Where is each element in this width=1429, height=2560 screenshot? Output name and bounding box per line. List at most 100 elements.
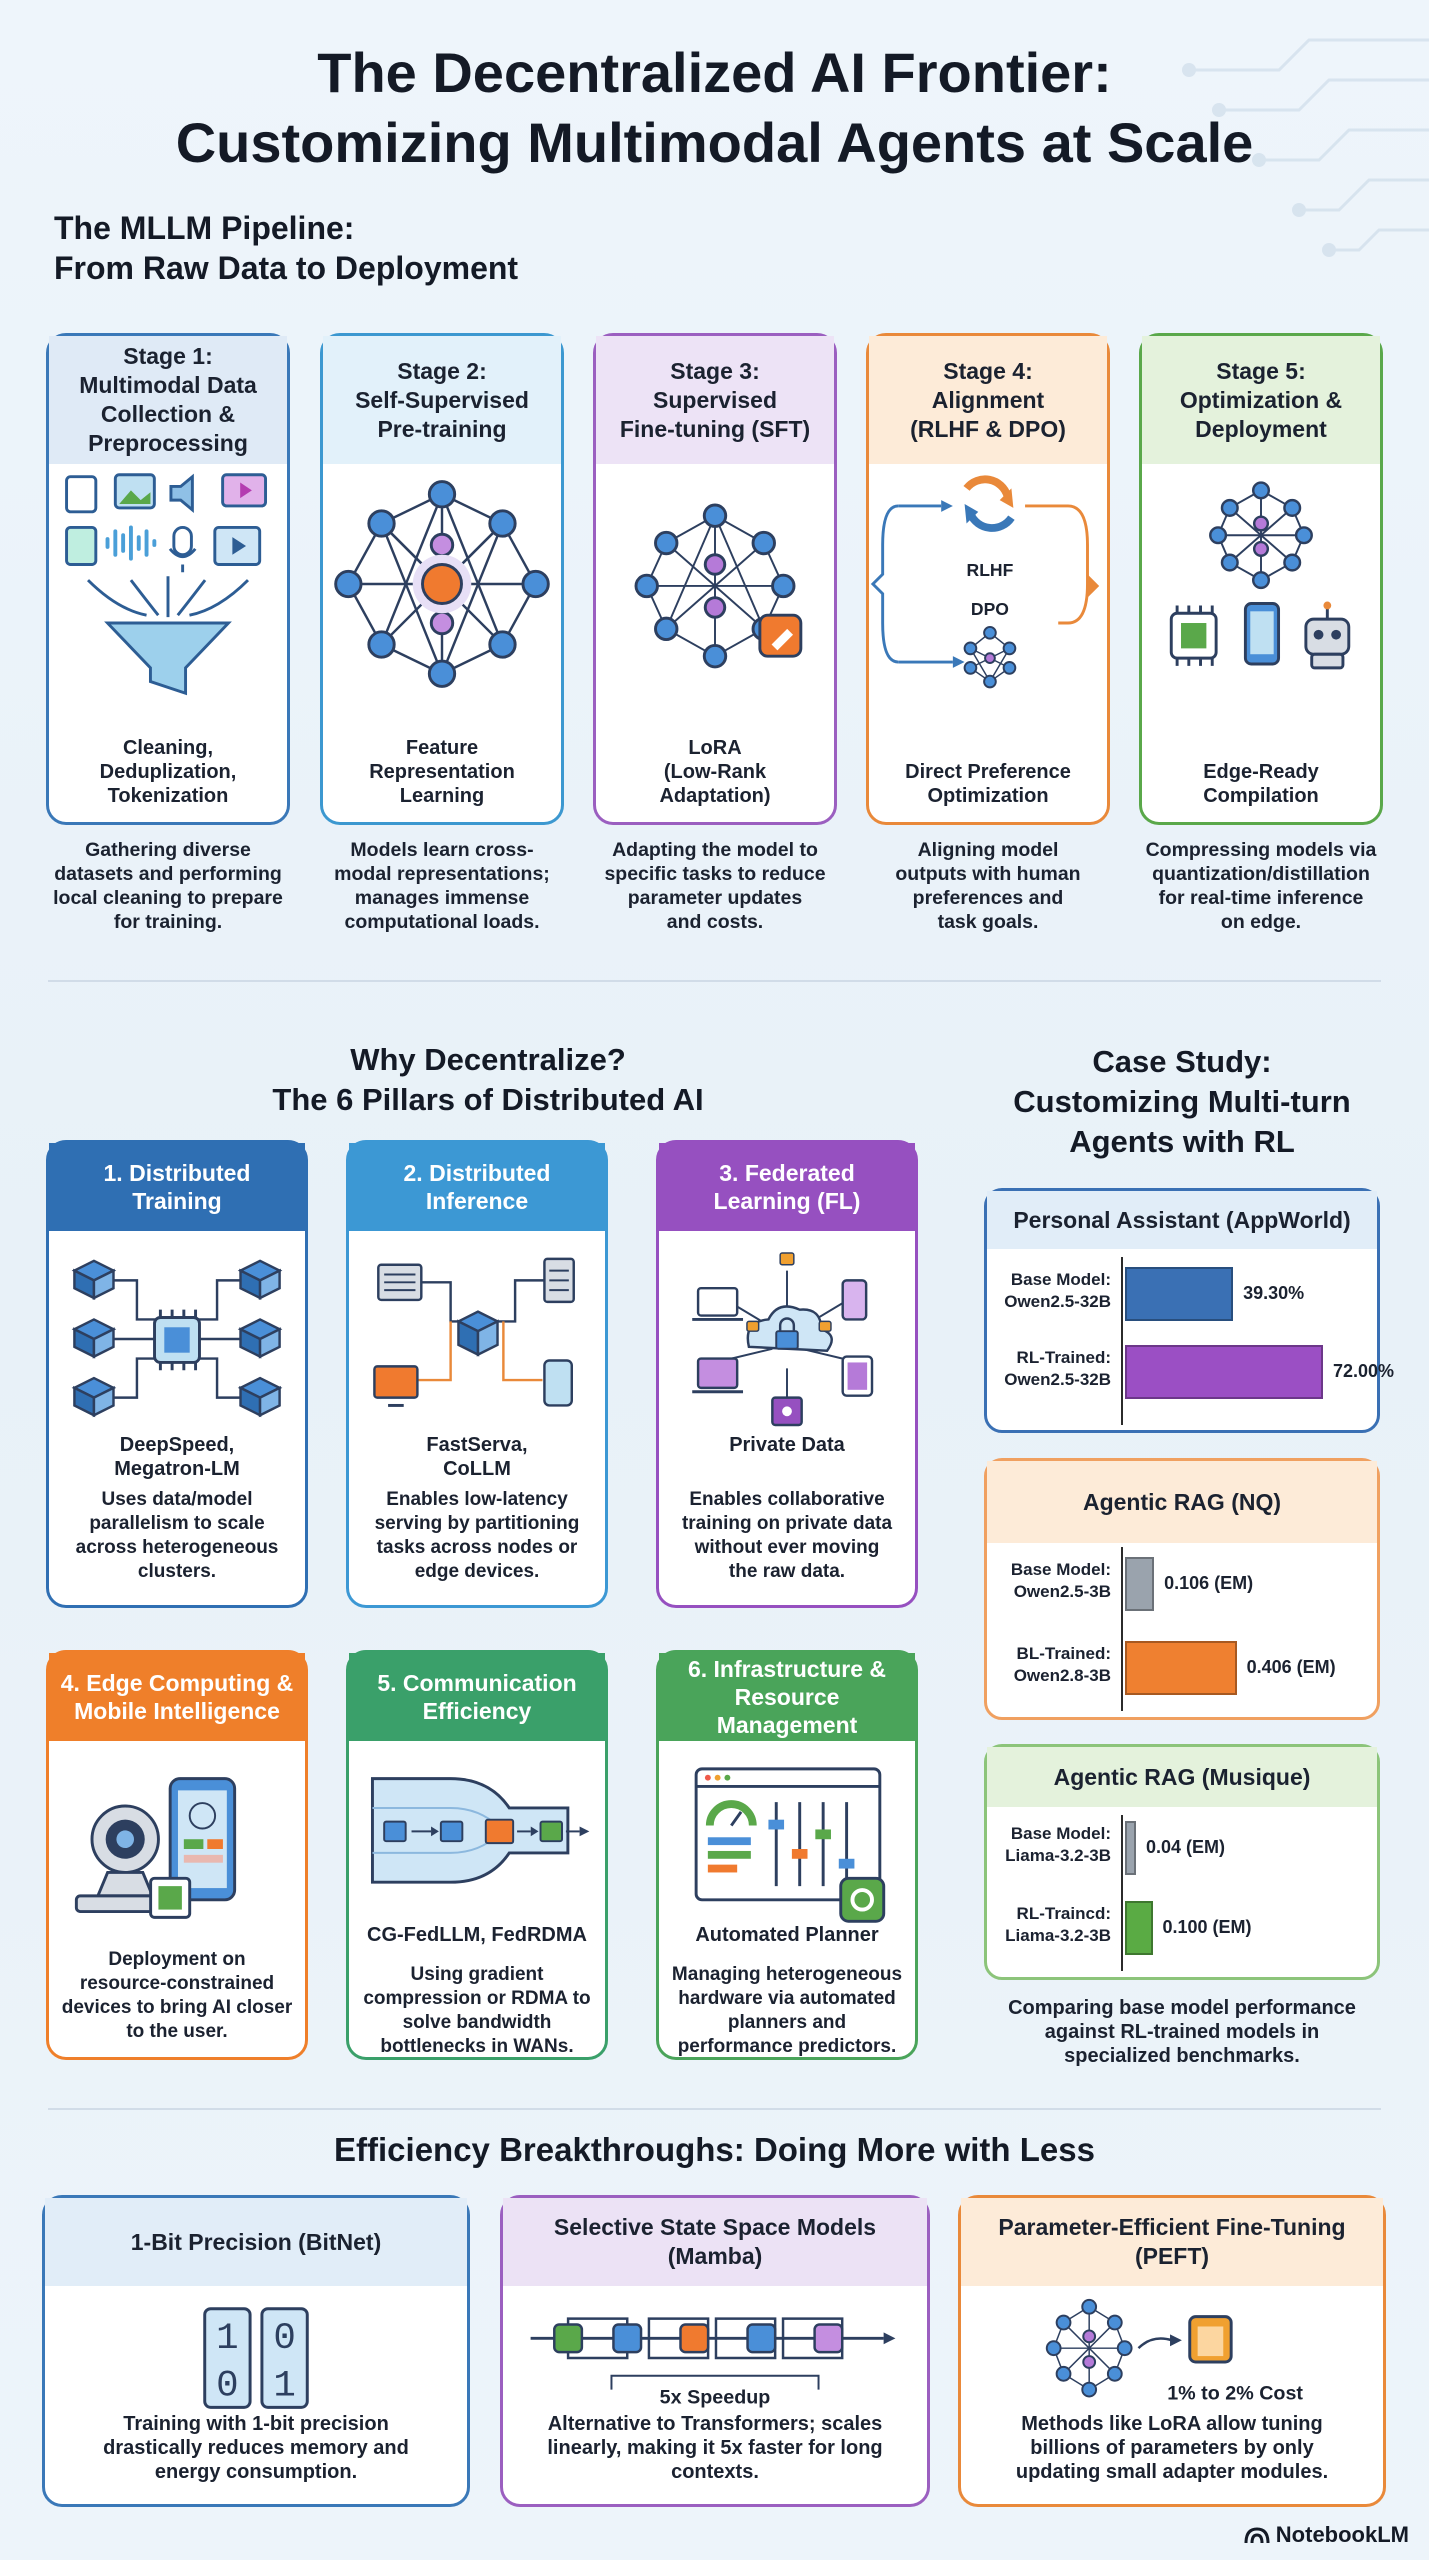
stage-caption: Direct Preference Optimization: [905, 761, 1071, 807]
bar: [1125, 1345, 1323, 1399]
pillar-tools: Automated Planner: [695, 1924, 879, 1946]
pillar-2-card: 2. Distributed Inference FastServa, CoLL…: [346, 1140, 608, 1608]
federated-cloud-icon: [692, 1252, 874, 1427]
rlhf-label: RLHF: [967, 560, 1014, 580]
chart-row: Base Model: Owen2.5-32B 39.30%: [987, 1263, 1377, 1329]
stage-5-card: Stage 5: Optimization & Deployment Edge-…: [1139, 333, 1383, 825]
bar-value: 0.100 (EM): [1162, 1917, 1252, 1937]
chart-row: BL-Trained: Owen2.8-3B 0.406 (EM): [987, 1637, 1377, 1703]
bar: [1125, 1901, 1153, 1955]
page-title: The Decentralized AI Frontier: Customizi…: [175, 41, 1254, 174]
pillar-title: 1. Distributed Training: [49, 1143, 305, 1231]
card-description: Methods like LoRA allow tuning billions …: [1015, 2413, 1329, 2483]
bar: [1125, 1641, 1237, 1695]
stage-title: Stage 5: Optimization & Deployment: [1142, 336, 1380, 464]
chart-title: Agentic RAG (Musique): [987, 1747, 1377, 1807]
pillar-title: 4. Edge Computing & Mobile Intelligence: [49, 1653, 305, 1741]
pipeline-title: The MLLM Pipeline: From Raw Data to Depl…: [54, 210, 519, 286]
stage-3-description: Adapting the model to specific tasks to …: [604, 839, 826, 933]
card-title: Selective State Space Models (Mamba): [503, 2198, 927, 2286]
chart-row: Base Model: Liama-3.2-3B 0.04 (EM): [987, 1817, 1377, 1883]
efficiency-card-bitnet: 1-Bit Precision (BitNet) 1 0 0 1 Trainin…: [42, 2195, 470, 2507]
section-divider: [48, 980, 1381, 982]
pillar-description: Managing heterogeneous hardware via auto…: [671, 1964, 903, 2057]
stage-caption: Feature Representation Learning: [369, 737, 515, 807]
efficiency-card-peft: Parameter-Efficient Fine-Tuning (PEFT) 1…: [958, 2195, 1386, 2507]
neural-network-icon: [334, 480, 550, 688]
pillar-title: 3. Federated Learning (FL): [659, 1143, 915, 1231]
binary-bits-icon: 1 0 0 1: [203, 2307, 309, 2409]
pillar-title: 2. Distributed Inference: [349, 1143, 605, 1231]
bar-value: 0.406 (EM): [1246, 1657, 1336, 1677]
stage-3-card: Stage 3: Supervised Fine-tuning (SFT) Lo…: [593, 333, 837, 825]
case-study-title: Case Study: Customizing Multi-turn Agent…: [1013, 1044, 1351, 1159]
card-description: Alternative to Transformers; scales line…: [547, 2413, 883, 2483]
pillar-6-card: 6. Infrastructure & Resource Management …: [656, 1650, 918, 2060]
cost-label: 1% to 2% Cost: [1167, 2382, 1303, 2404]
distributed-inference-icon: [373, 1257, 575, 1407]
bar-value: 39.30%: [1243, 1283, 1305, 1303]
case-card-musique: Agentic RAG (Musique) Base Model: Liama-…: [984, 1744, 1380, 1980]
peft-adapter-icon: 1% to 2% Cost: [1045, 2298, 1303, 2404]
pillar-1-card: 1. Distributed Training DeepSpeed, Megat…: [46, 1140, 308, 1608]
stage-title: Stage 4: Alignment (RLHF & DPO): [869, 336, 1107, 464]
bit-digit: 0: [216, 2366, 238, 2408]
notebooklm-logo-icon: [1244, 2527, 1270, 2544]
chart-axis: [1121, 1547, 1123, 1711]
pillar-tools: DeepSpeed, Megatron-LM: [114, 1434, 240, 1480]
pillar-description: Deployment on resource-constrained devic…: [61, 1949, 293, 2042]
stage-1-description: Gathering diverse datasets and performin…: [53, 839, 283, 933]
bar-value: 0.04 (EM): [1146, 1837, 1226, 1857]
pillar-description: Enables collaborative training on privat…: [681, 1489, 893, 1582]
case-card-nq: Agentic RAG (NQ) Base Model: Owen2.5-3B …: [984, 1458, 1380, 1720]
bit-digit: 1: [216, 2318, 238, 2360]
brand-logo: NotebookLM: [1244, 2522, 1409, 2548]
bar-value: 0.106 (EM): [1164, 1573, 1254, 1593]
pillar-3-card: 3. Federated Learning (FL) Private Data …: [656, 1140, 918, 1608]
bit-digit: 0: [273, 2318, 295, 2360]
state-space-flow-icon: 5x Speedup: [530, 2317, 896, 2408]
pillar-4-card: 4. Edge Computing & Mobile Intelligence …: [46, 1650, 308, 2060]
pillar-tools: Private Data: [729, 1434, 845, 1456]
edge-mobile-icon: [74, 1777, 237, 1919]
pillar-title: 6. Infrastructure & Resource Management: [659, 1653, 915, 1741]
bar-label: Base Model: Owen2.5-32B: [1004, 1270, 1111, 1311]
pillar-description: Enables low-latency serving by partition…: [374, 1489, 580, 1582]
pillar-tools: FastServa, CoLLM: [426, 1434, 528, 1480]
chart-row: RL-Traincd: Liama-3.2-3B 0.100 (EM): [987, 1897, 1377, 1963]
pillar-tools: CG-FedLLM, FedRDMA: [367, 1924, 587, 1946]
chart-axis: [1121, 1257, 1123, 1425]
bar: [1125, 1821, 1136, 1875]
pillars-title: Why Decentralize? The 6 Pillars of Distr…: [272, 1042, 704, 1117]
stage-2-description: Models learn cross- modal representation…: [334, 839, 550, 933]
stage-1-card: Stage 1: Multimodal Data Collection & Pr…: [46, 333, 290, 825]
chart-axis: [1121, 1815, 1123, 1971]
stage-caption: Edge-Ready Compilation: [1203, 761, 1319, 807]
card-description: Training with 1-bit precision drasticall…: [103, 2413, 409, 2483]
chart-title: Agentic RAG (NQ): [987, 1461, 1377, 1543]
stage-title: Stage 3: Supervised Fine-tuning (SFT): [596, 336, 834, 464]
card-title: Parameter-Efficient Fine-Tuning (PEFT): [961, 2198, 1383, 2286]
bar: [1125, 1557, 1155, 1611]
card-title: 1-Bit Precision (BitNet): [45, 2198, 467, 2286]
pillar-description: Uses data/model parallelism to scale acr…: [75, 1489, 279, 1582]
pillar-5-card: 5. Communication Efficiency CG-FedLLM, F…: [346, 1650, 608, 2060]
circuit-decoration: [1182, 38, 1429, 257]
dashboard-planner-icon: [694, 1767, 886, 1923]
brand-name: NotebookLM: [1275, 2522, 1409, 2547]
alignment-diagram: RLHF DPO: [870, 475, 1100, 689]
pillar-title: 5. Communication Efficiency: [349, 1653, 605, 1741]
speedup-label: 5x Speedup: [660, 2386, 771, 2408]
compression-pipe-icon: [370, 1777, 590, 1884]
efficiency-card-mamba: Selective State Space Models (Mamba) 5x …: [500, 2195, 930, 2507]
pillar-description: Using gradient compression or RDMA to so…: [363, 1964, 591, 2057]
stage-title: Stage 1: Multimodal Data Collection & Pr…: [49, 336, 287, 464]
bit-digit: 1: [273, 2366, 295, 2408]
bar-label: Base Model: Owen2.5-3B: [1010, 1560, 1111, 1601]
bar-label: RL-Traincd: Liama-3.2-3B: [1005, 1904, 1111, 1945]
stage-title: Stage 2: Self-Supervised Pre-training: [323, 336, 561, 464]
chart-row: Base Model: Owen2.5-3B 0.106 (EM): [987, 1553, 1377, 1619]
bar-label: BL-Trained: Owen2.8-3B: [1013, 1644, 1111, 1685]
dpo-label: DPO: [971, 599, 1009, 619]
lora-network-icon: [634, 503, 803, 669]
